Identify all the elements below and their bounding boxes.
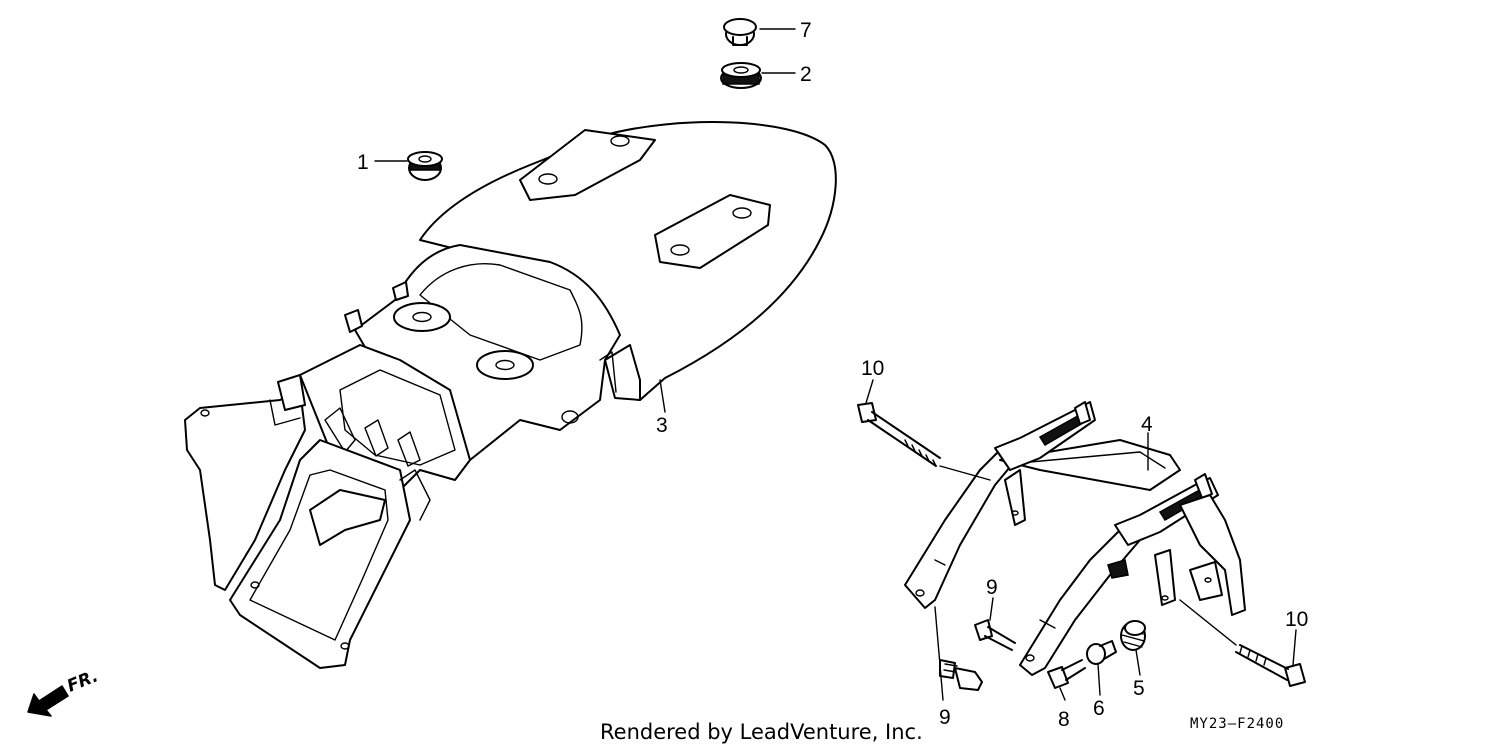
credit-text: Rendered by LeadVenture, Inc.	[600, 720, 923, 744]
rear-fender-bracket[interactable]	[904, 401, 1246, 676]
bolt-part-8[interactable]	[1047, 659, 1086, 689]
rubber-part-5[interactable]	[1120, 620, 1146, 651]
figure-code: MY23–F2400	[1190, 716, 1284, 732]
bolt-part-9-upper[interactable]	[974, 619, 1016, 651]
bolt-part-9-lower[interactable]	[939, 659, 983, 691]
callout-9-lower: 9	[939, 706, 951, 729]
front-direction-label: FR.	[64, 666, 101, 696]
callout-7: 7	[800, 19, 812, 42]
bolt-part-10-right[interactable]	[1235, 644, 1306, 687]
callout-6: 6	[1093, 697, 1105, 720]
callout-4: 4	[1141, 413, 1153, 436]
rear-fender[interactable]	[184, 121, 837, 669]
callout-2: 2	[800, 63, 812, 86]
grommet-part-1[interactable]	[407, 151, 443, 181]
callout-10-right: 10	[1285, 608, 1308, 631]
callout-3: 3	[656, 414, 668, 437]
grommet-part-2[interactable]	[720, 62, 762, 89]
callout-9-upper: 9	[986, 576, 998, 599]
collar-part-7[interactable]	[723, 18, 757, 46]
callout-10-left: 10	[861, 357, 884, 380]
collar-part-6[interactable]	[1086, 640, 1117, 665]
leader-lines	[374, 28, 1297, 701]
callout-1: 1	[357, 151, 369, 174]
callout-5: 5	[1133, 677, 1145, 700]
bolt-part-10-left[interactable]	[857, 402, 941, 467]
front-direction-arrow-icon	[27, 685, 69, 717]
callout-8: 8	[1058, 708, 1070, 731]
